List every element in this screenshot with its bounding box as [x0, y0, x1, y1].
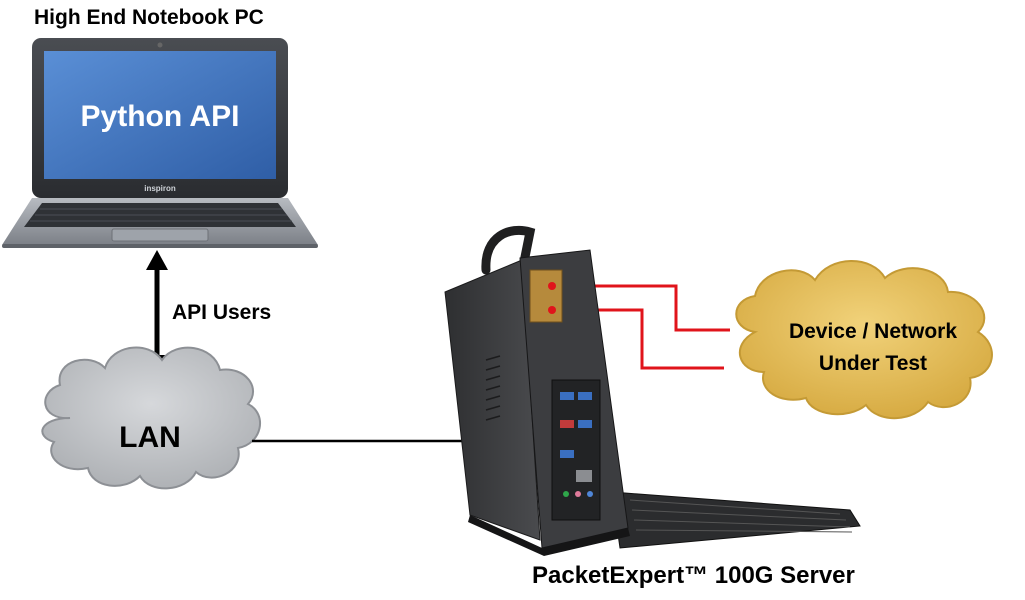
laptop-screen-text: Python API	[81, 100, 240, 133]
usb-port-icon	[560, 420, 574, 428]
api-users-label: API Users	[172, 301, 272, 324]
laptop-camera-icon	[157, 42, 163, 48]
laptop-front-edge	[2, 244, 318, 248]
usb-port-icon	[560, 450, 574, 458]
keyboard-key-rows-icon	[30, 208, 292, 222]
server-handle-icon	[481, 225, 536, 275]
server-keyboard-keys-icon	[629, 499, 853, 533]
laptop-screen	[44, 51, 276, 179]
sfp-port-2-icon	[548, 306, 556, 314]
usb-port-icon	[578, 392, 592, 400]
laptop-touchpad	[111, 228, 209, 242]
dut-line2: Under Test	[819, 352, 927, 375]
audio-port-icon	[575, 491, 581, 497]
lan-label: LAN	[119, 421, 181, 454]
server-io-panel	[551, 379, 601, 521]
laptop: Python API inspiron	[2, 38, 318, 248]
lan-cloud: LAN	[41, 346, 261, 490]
arrow-up-icon	[146, 250, 168, 270]
usb-port-icon	[578, 420, 592, 428]
server-vent-icon	[485, 355, 501, 421]
dut-cloud: Device / Network Under Test	[735, 260, 993, 420]
audio-port-icon	[587, 491, 593, 497]
ethernet-port-icon	[576, 470, 592, 482]
laptop-brand: inspiron	[144, 184, 176, 193]
dut-line1: Device / Network	[789, 320, 957, 343]
usb-port-icon	[560, 392, 574, 400]
packetexpert-server	[444, 225, 861, 556]
server-label: PacketExpert™ 100G Server	[532, 562, 855, 589]
server-side-panel	[444, 259, 541, 541]
audio-port-icon	[563, 491, 569, 497]
server-bottom-edge	[468, 515, 630, 556]
laptop-title: High End Notebook PC	[34, 6, 264, 29]
sfp-port-1-icon	[548, 282, 556, 290]
sfp-module	[529, 269, 563, 323]
